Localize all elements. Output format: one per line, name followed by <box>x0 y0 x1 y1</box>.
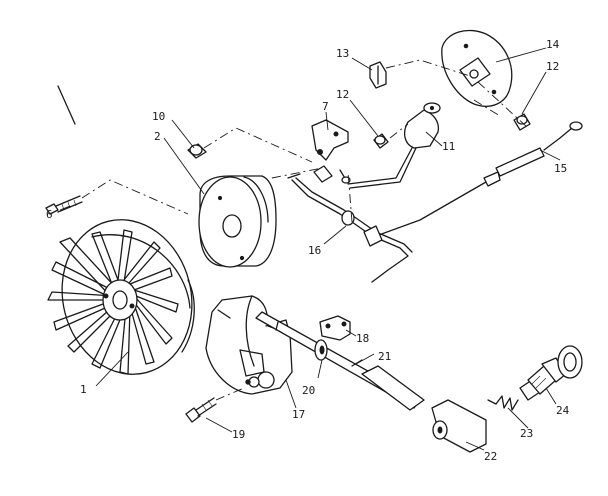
spring-icon <box>487 395 519 411</box>
callout-12-left: 12 <box>336 88 349 101</box>
callout-6: 6 <box>46 208 53 221</box>
screw-icon <box>185 397 217 423</box>
callout-18: 18 <box>356 332 369 345</box>
callout-16: 16 <box>308 244 321 257</box>
flywheel-icon <box>47 219 195 375</box>
callout-22: 22 <box>484 450 497 463</box>
callout-21: 21 <box>378 350 391 363</box>
callout-11: 11 <box>442 140 455 153</box>
callout-2: 2 <box>154 130 161 143</box>
stray-mark <box>57 85 76 125</box>
mount-bracket-icon <box>319 315 351 341</box>
callout-15: 15 <box>554 162 567 175</box>
callout-24: 24 <box>556 404 570 417</box>
callout-numbers: 1 2 6 7 10 11 12 12 13 14 15 16 17 18 19… <box>46 38 570 463</box>
screw-icon <box>373 133 389 149</box>
spark-plug-boot-icon <box>431 399 487 453</box>
screw-icon <box>45 195 83 215</box>
callout-12-right: 12 <box>546 60 559 73</box>
callout-10: 10 <box>152 110 165 123</box>
callout-17: 17 <box>292 408 305 421</box>
ignition-lead-icon <box>483 121 583 187</box>
bracket-icon <box>311 119 351 184</box>
leader-lines <box>59 47 561 451</box>
callout-19: 19 <box>232 428 245 441</box>
washer-icon <box>314 339 328 361</box>
callout-1: 1 <box>80 383 87 396</box>
stator-plate-icon <box>441 29 513 107</box>
clip-icon <box>369 61 387 89</box>
callout-14: 14 <box>546 38 560 51</box>
screw-icon <box>187 143 207 159</box>
callout-23: 23 <box>520 427 533 440</box>
grommet-icon <box>287 173 487 283</box>
assembly-lines <box>81 59 529 401</box>
starter-motor-icon <box>205 295 293 395</box>
spark-plug-icon <box>519 345 583 401</box>
shaft-icon <box>255 311 425 411</box>
callout-20: 20 <box>302 384 315 397</box>
condenser-icon <box>347 102 441 189</box>
callout-13: 13 <box>336 47 349 60</box>
magneto-coil-icon <box>198 175 277 268</box>
callout-7: 7 <box>322 100 329 113</box>
